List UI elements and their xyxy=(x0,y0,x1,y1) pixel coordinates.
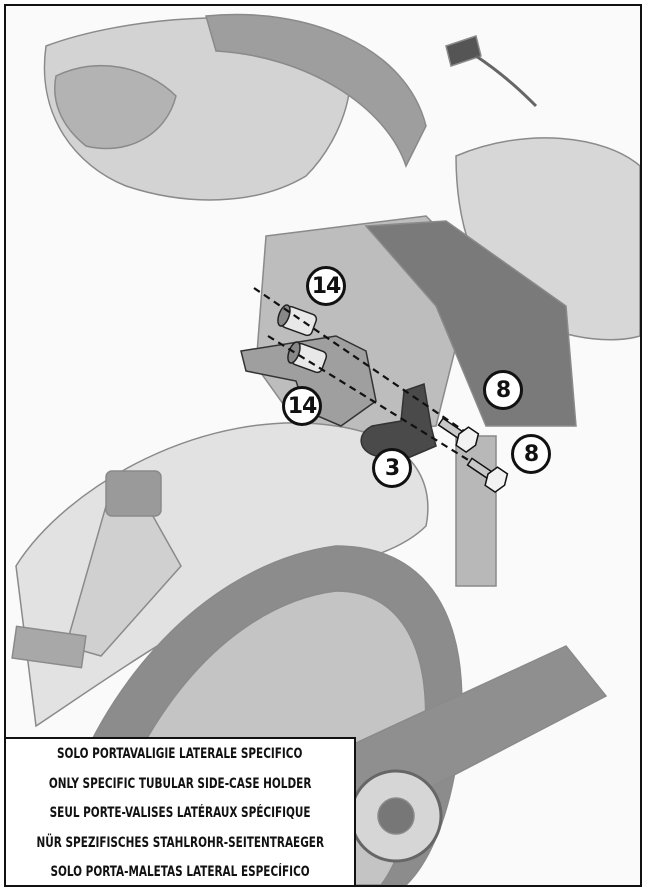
caption-line-english: ONLY SPECIFIC TUBULAR SIDE-CASE HOLDER xyxy=(49,777,312,793)
callout-bolt-top: 8 xyxy=(483,370,523,410)
caption-line-french: SEUL PORTE-VALISES LATÉRAUX SPÉCIFIQUE xyxy=(50,806,311,822)
callout-bracket: 3 xyxy=(372,448,412,488)
diagram-frame: 14 14 3 8 8 SOLO PORTAVALIGIE LATERALE S… xyxy=(4,4,642,887)
caption-line-italian: SOLO PORTAVALIGIE LATERALE SPECIFICO xyxy=(57,747,302,763)
caption-line-spanish: SOLO PORTA-MALETAS LATERAL ESPECÍFICO xyxy=(50,865,309,881)
caption-line-german: NÜR SPEZIFISCHES STAHLROHR-SEITENTRAEGER xyxy=(36,836,323,852)
caption-box: SOLO PORTAVALIGIE LATERALE SPECIFICO ONL… xyxy=(6,737,356,885)
callout-spacer-bottom: 14 xyxy=(282,386,322,426)
callout-bolt-bottom: 8 xyxy=(511,434,551,474)
callout-spacer-top: 14 xyxy=(306,266,346,306)
